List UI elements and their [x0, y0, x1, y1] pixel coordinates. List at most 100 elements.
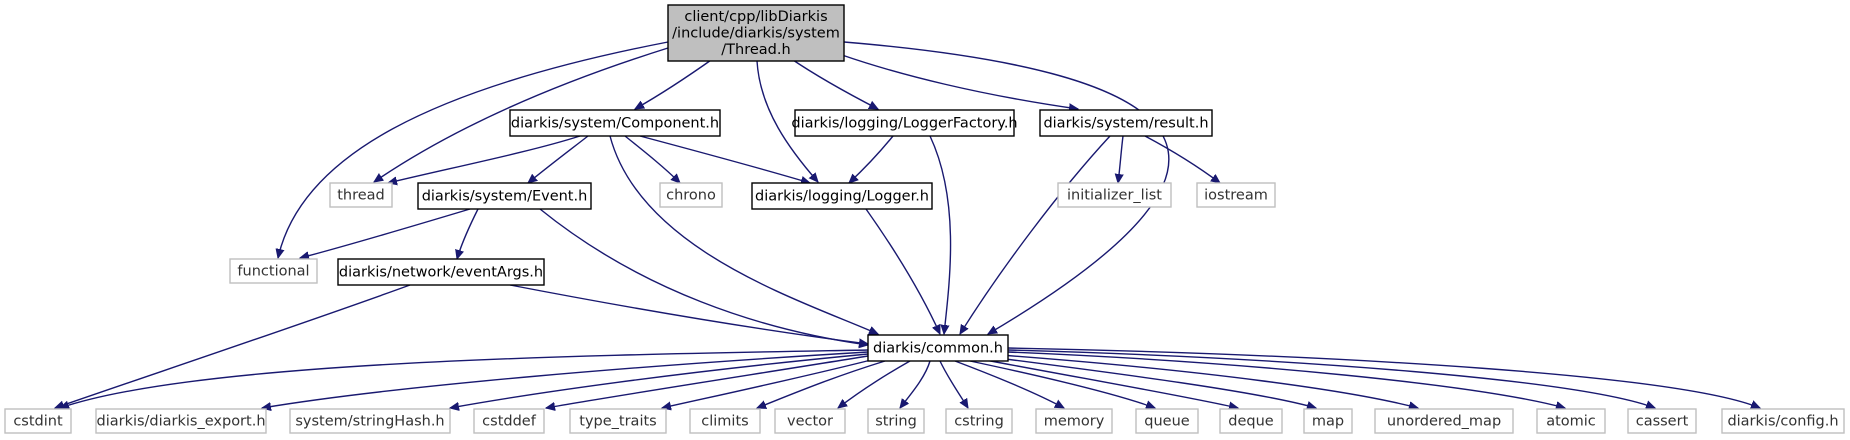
- node-label: diarkis/network/eventArgs.h: [339, 264, 543, 280]
- edge-common-to-string: [900, 360, 931, 408]
- node-label: cassert: [1636, 413, 1689, 429]
- node-box: [1039, 109, 1213, 137]
- edge-common-to-cstring: [939, 360, 968, 408]
- node-box: [1135, 408, 1199, 434]
- node-label: diarkis/logging/LoggerFactory.h: [791, 115, 1017, 131]
- node-label: diarkis/diarkis_export.h: [96, 413, 265, 429]
- node-logger[interactable]: diarkis/logging/Logger.h: [751, 182, 933, 210]
- edge-root-to-component: [635, 57, 715, 110]
- node-label: client/cpp/libDiarkis: [684, 9, 827, 25]
- node-box: [337, 258, 545, 286]
- edges-layer: [55, 41, 1760, 409]
- node-box: [945, 408, 1013, 434]
- node-loggerfactory[interactable]: diarkis/logging/LoggerFactory.h: [791, 109, 1018, 137]
- node-box: [229, 258, 318, 284]
- node-box: [867, 334, 1009, 362]
- node-box: [569, 408, 667, 434]
- node-box: [473, 408, 545, 434]
- edge-component-to-event: [528, 135, 589, 183]
- node-string: string: [867, 408, 925, 434]
- edge-common-to-export: [262, 351, 869, 408]
- node-atomic: atomic: [1536, 408, 1606, 434]
- node-stringhash: system/stringHash.h: [289, 408, 451, 434]
- node-box: [1303, 408, 1353, 434]
- node-box: [329, 182, 393, 208]
- node-export: diarkis/diarkis_export.h: [95, 408, 267, 434]
- node-box: [1721, 408, 1845, 434]
- edge-root-to-result: [841, 54, 1078, 109]
- node-label: deque: [1228, 413, 1274, 429]
- edge-common-to-stringhash: [450, 353, 869, 408]
- edge-event-to-common: [539, 208, 868, 345]
- node-box: [867, 408, 925, 434]
- node-label: system/stringHash.h: [295, 413, 444, 429]
- edge-component-to-logger: [639, 135, 810, 183]
- edge-root-to-thread: [374, 47, 669, 182]
- edge-component-to-thread: [388, 135, 581, 183]
- node-box: [659, 182, 723, 208]
- node-label: thread: [337, 187, 385, 203]
- node-box: [1627, 408, 1697, 434]
- node-climits: climits: [689, 408, 761, 434]
- node-label: type_traits: [579, 413, 656, 429]
- node-label: /Thread.h: [721, 42, 790, 58]
- edge-root-to-logger: [756, 60, 818, 182]
- node-box: [1057, 182, 1172, 208]
- node-label: iostream: [1204, 187, 1268, 203]
- node-label: diarkis/logging/Logger.h: [755, 188, 929, 204]
- edge-event-to-functional: [300, 208, 471, 258]
- edge-component-to-common: [609, 135, 878, 335]
- node-component[interactable]: diarkis/system/Component.h: [509, 109, 721, 137]
- node-label: atomic: [1546, 413, 1596, 429]
- node-label: cstddef: [482, 413, 537, 429]
- node-box: [95, 408, 267, 434]
- node-memory: memory: [1035, 408, 1113, 434]
- edge-common-to-typetraits: [662, 358, 876, 408]
- node-box: [1536, 408, 1606, 434]
- edge-common-to-cassert: [1007, 349, 1655, 408]
- node-cstring: cstring: [945, 408, 1013, 434]
- node-label: diarkis/system/Event.h: [422, 188, 588, 204]
- edge-result-to-common: [960, 135, 1111, 334]
- node-event[interactable]: diarkis/system/Event.h: [417, 182, 592, 210]
- edge-common-to-config: [1007, 347, 1760, 408]
- node-eventargs[interactable]: diarkis/network/eventArgs.h: [337, 258, 545, 286]
- node-box: [751, 182, 933, 210]
- node-label: map: [1312, 413, 1344, 429]
- node-box: [1374, 408, 1514, 434]
- edge-component-to-chrono: [624, 135, 680, 183]
- node-label: functional: [237, 263, 309, 279]
- node-label: unordered_map: [1387, 413, 1501, 429]
- node-box: [1196, 182, 1276, 208]
- edge-common-to-vector: [838, 360, 911, 408]
- node-vector: vector: [774, 408, 846, 434]
- node-initlist: initializer_list: [1057, 182, 1172, 208]
- node-label: diarkis/system/result.h: [1043, 115, 1208, 131]
- node-box: [4, 408, 72, 434]
- node-label: queue: [1144, 413, 1190, 429]
- node-label: vector: [787, 413, 833, 429]
- node-label: memory: [1044, 413, 1105, 429]
- node-box: [689, 408, 761, 434]
- edge-root-to-functional: [278, 41, 669, 258]
- node-unorderedmap: unordered_map: [1374, 408, 1514, 434]
- edge-common-to-map: [989, 356, 1316, 408]
- node-box: [417, 182, 592, 210]
- node-root[interactable]: client/cpp/libDiarkis/include/diarkis/sy…: [667, 4, 845, 62]
- node-common[interactable]: diarkis/common.h: [867, 334, 1009, 362]
- node-iostream: iostream: [1196, 182, 1276, 208]
- node-label: cstdint: [13, 413, 63, 429]
- node-queue: queue: [1135, 408, 1199, 434]
- node-label: climits: [701, 413, 748, 429]
- node-label: chrono: [666, 187, 716, 203]
- edge-common-to-unorderedmap: [999, 354, 1418, 408]
- node-thread: thread: [329, 182, 393, 208]
- node-label: /include/diarkis/system: [672, 25, 840, 41]
- edge-loggerfactory-to-logger: [849, 135, 894, 183]
- node-box: [1035, 408, 1113, 434]
- edge-common-to-memory: [954, 360, 1064, 409]
- edge-loggerfactory-to-common: [929, 135, 952, 334]
- node-label: cstring: [954, 413, 1004, 429]
- node-result[interactable]: diarkis/system/result.h: [1039, 109, 1213, 137]
